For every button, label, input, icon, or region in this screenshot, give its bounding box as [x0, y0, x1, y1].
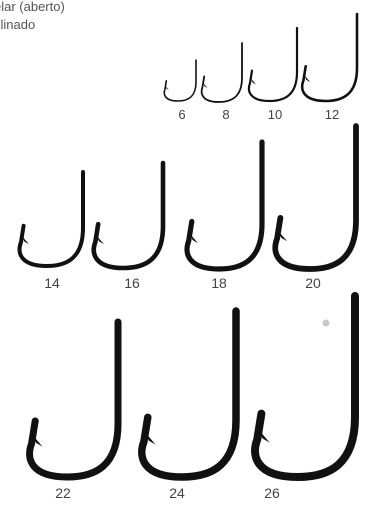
- hook-shape: [30, 322, 118, 477]
- hook-shape: [94, 163, 163, 268]
- hook-2: 8: [202, 43, 242, 122]
- hook-11: 26: [255, 296, 355, 501]
- hook-7: 18: [187, 142, 262, 291]
- hook-size-label: 12: [325, 107, 339, 122]
- hook-size-label: 26: [264, 485, 280, 501]
- hook-shape: [187, 142, 262, 269]
- hook-shape: [202, 43, 242, 102]
- hook-1: 6: [164, 60, 196, 122]
- hook-shape: [249, 28, 297, 101]
- hook-size-label: 16: [124, 275, 140, 291]
- hook-shape: [142, 311, 236, 477]
- hook-size-label: 8: [222, 107, 229, 122]
- hook-size-label: 6: [178, 107, 185, 122]
- hook-barb: [166, 86, 169, 90]
- hook-barb: [251, 79, 256, 85]
- hook-9: 22: [30, 322, 118, 501]
- hook-shape: [302, 14, 357, 101]
- hook-shape: [20, 172, 83, 266]
- hook-10: 24: [142, 311, 236, 501]
- hook-3: 10: [249, 28, 297, 122]
- hook-4: 12: [302, 14, 357, 122]
- hook-shape: [275, 126, 356, 269]
- hook-size-label: 18: [211, 275, 227, 291]
- hook-6: 16: [94, 163, 163, 291]
- hook-size-label: 24: [169, 485, 185, 501]
- stray-dot: [323, 320, 330, 327]
- hook-size-label: 10: [268, 107, 282, 122]
- hook-barb: [305, 76, 311, 83]
- hook-size-label: 20: [305, 275, 321, 291]
- hook-shape: [164, 60, 196, 101]
- hook-size-label: 22: [55, 485, 71, 501]
- hook-size-label: 14: [44, 275, 60, 291]
- hook-5: 14: [20, 172, 83, 291]
- hook-shape: [255, 296, 355, 477]
- hook-barb: [203, 83, 207, 88]
- hook-8: 20: [275, 126, 356, 291]
